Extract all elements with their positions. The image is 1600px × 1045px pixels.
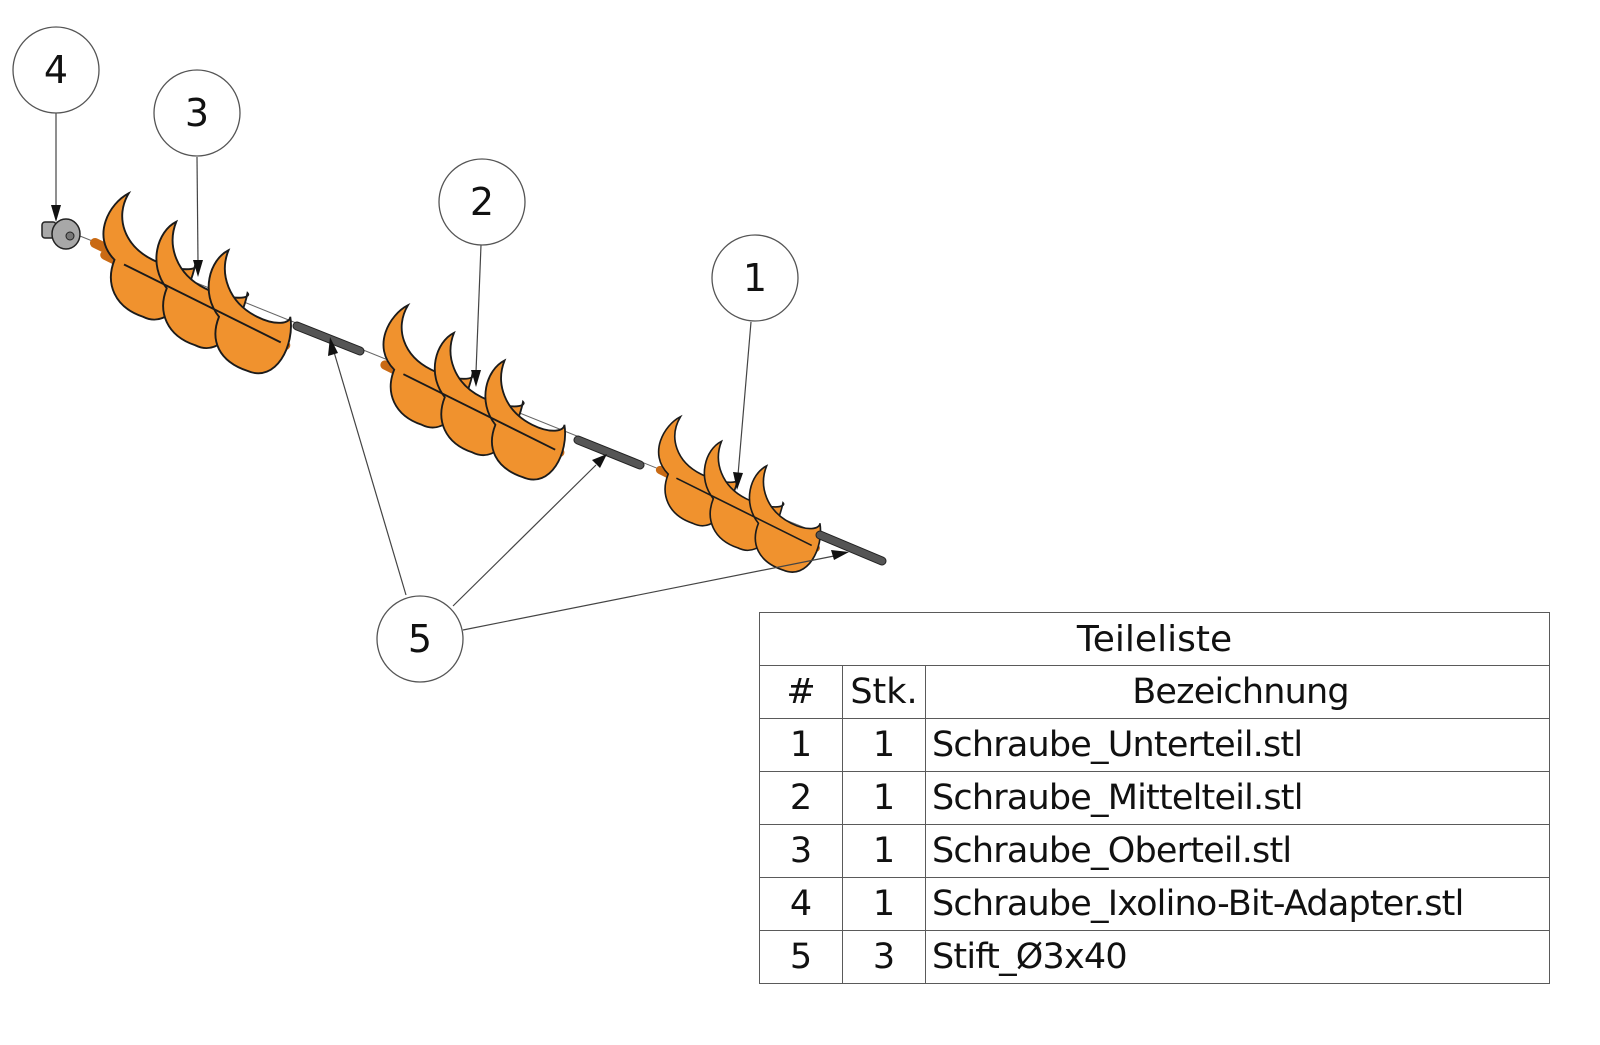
header-qty: Stk. xyxy=(842,665,926,719)
row-desc: Schraube_Ixolino-Bit-Adapter.stl xyxy=(925,877,1550,931)
table-row: 1 1 Schraube_Unterteil.stl xyxy=(759,718,1550,772)
table-row: 3 1 Schraube_Oberteil.stl xyxy=(759,824,1550,878)
row-qty: 1 xyxy=(842,771,926,825)
pin-2 xyxy=(573,435,645,470)
table-header-row: # Stk. Bezeichnung xyxy=(759,665,1550,719)
row-num: 5 xyxy=(759,930,843,984)
leader-3 xyxy=(193,156,203,277)
balloon-2: 2 xyxy=(438,158,526,246)
leader-4 xyxy=(51,113,61,222)
screw-middle-part xyxy=(383,305,565,479)
balloon-2-label: 2 xyxy=(470,180,494,224)
leader-1 xyxy=(733,321,752,490)
balloon-5-label: 5 xyxy=(408,617,432,661)
row-qty: 1 xyxy=(842,824,926,878)
balloon-3-label: 3 xyxy=(185,91,209,135)
table-title: Teileliste xyxy=(759,612,1550,666)
row-num: 4 xyxy=(759,877,843,931)
parts-list-table: Teileliste # Stk. Bezeichnung 1 1 Schrau… xyxy=(759,612,1550,984)
row-num: 2 xyxy=(759,771,843,825)
screw-upper-part xyxy=(90,193,291,373)
row-desc: Stift_Ø3x40 xyxy=(925,930,1550,984)
table-title-row: Teileliste xyxy=(759,612,1550,666)
row-num: 1 xyxy=(759,718,843,772)
leader-5a xyxy=(328,337,407,596)
balloon-1-label: 1 xyxy=(743,256,767,300)
screw-lower-part xyxy=(659,417,821,572)
pin-3 xyxy=(815,530,887,566)
balloon-4-label: 4 xyxy=(44,48,68,92)
leader-2 xyxy=(471,244,482,387)
table-row: 5 3 Stift_Ø3x40 xyxy=(759,930,1550,984)
row-desc: Schraube_Mittelteil.stl xyxy=(925,771,1550,825)
balloon-5: 5 xyxy=(376,595,464,683)
row-qty: 3 xyxy=(842,930,926,984)
row-num: 3 xyxy=(759,824,843,878)
balloon-4: 4 xyxy=(12,26,100,114)
table-row: 2 1 Schraube_Mittelteil.stl xyxy=(759,771,1550,825)
row-qty: 1 xyxy=(842,877,926,931)
pin-1 xyxy=(292,321,365,356)
header-desc: Bezeichnung xyxy=(925,665,1550,719)
bit-adapter-part xyxy=(41,218,81,250)
balloon-3: 3 xyxy=(153,69,241,157)
leader-5c xyxy=(462,550,849,631)
table-row: 4 1 Schraube_Ixolino-Bit-Adapter.stl xyxy=(759,877,1550,931)
leader-5b xyxy=(452,454,607,607)
header-num: # xyxy=(759,665,843,719)
row-desc: Schraube_Oberteil.stl xyxy=(925,824,1550,878)
row-desc: Schraube_Unterteil.stl xyxy=(925,718,1550,772)
row-qty: 1 xyxy=(842,718,926,772)
balloon-1: 1 xyxy=(711,234,799,322)
